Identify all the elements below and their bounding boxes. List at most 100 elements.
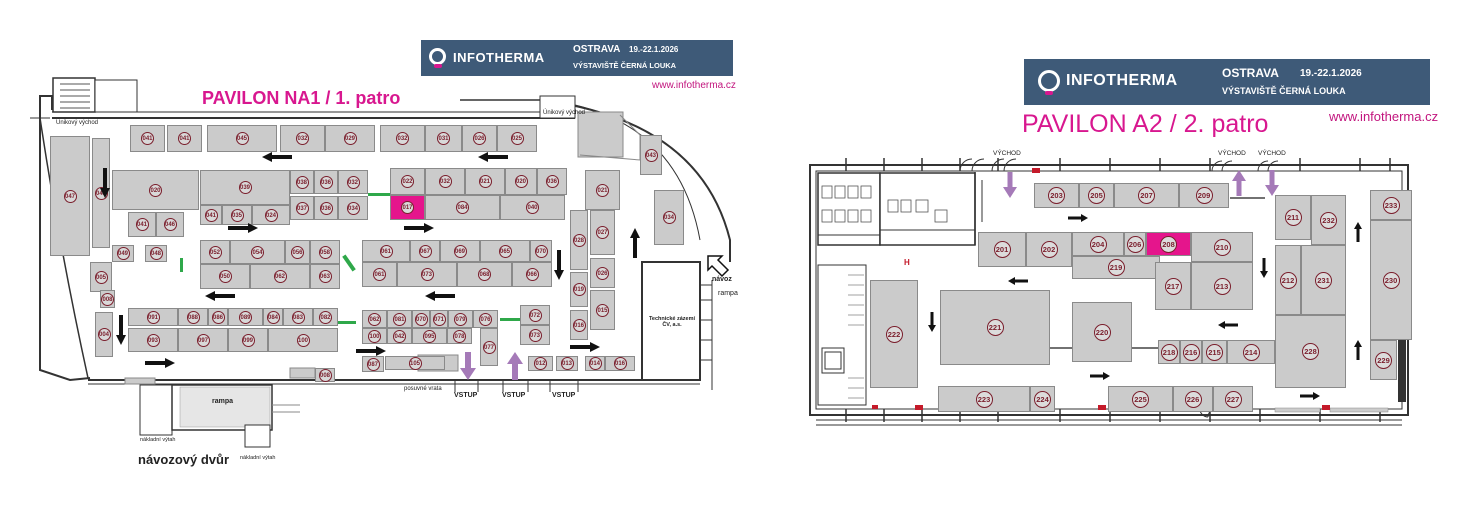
stand-062[interactable]: 062 <box>362 310 387 328</box>
stand-062[interactable]: 062 <box>250 264 310 289</box>
stand-218[interactable]: 218 <box>1158 340 1180 364</box>
stand-005[interactable]: 005 <box>90 262 112 292</box>
stand-036[interactable]: 036 <box>314 170 338 194</box>
stand-025[interactable]: 025 <box>497 125 537 152</box>
stand-071[interactable]: 071 <box>430 310 448 328</box>
stand-221[interactable]: 221 <box>940 290 1050 365</box>
stand-020[interactable]: 020 <box>505 168 537 195</box>
stand-048[interactable]: 048 <box>145 245 167 262</box>
stand-067[interactable]: 067 <box>410 240 440 262</box>
stand-210[interactable]: 210 <box>1191 232 1253 262</box>
stand-220[interactable]: 220 <box>1072 302 1132 362</box>
stand-208[interactable]: 208 <box>1146 232 1191 256</box>
stand-225[interactable]: 225 <box>1108 386 1173 412</box>
stand-203[interactable]: 203 <box>1034 183 1079 208</box>
stand-105[interactable]: 105 <box>385 356 445 370</box>
stand-086[interactable]: 086 <box>208 308 228 326</box>
stand-209[interactable]: 209 <box>1179 183 1229 208</box>
stand-070[interactable]: 070 <box>530 240 552 262</box>
stand-056[interactable]: 056 <box>285 240 310 264</box>
stand-047[interactable]: 047 <box>50 136 90 256</box>
stand-036[interactable]: 036 <box>537 168 567 195</box>
stand-233[interactable]: 233 <box>1370 190 1412 220</box>
stand-063[interactable]: 063 <box>310 264 340 289</box>
stand-066[interactable]: 066 <box>512 262 552 287</box>
stand-024[interactable]: 024 <box>252 205 290 225</box>
stand-079[interactable]: 079 <box>448 310 473 328</box>
stand-034[interactable]: 034 <box>338 196 368 220</box>
stand-041[interactable]: 041 <box>130 125 165 152</box>
stand-032[interactable]: 032 <box>380 125 425 152</box>
stand-032[interactable]: 032 <box>338 170 368 194</box>
stand-201[interactable]: 201 <box>978 232 1026 267</box>
stand-216[interactable]: 216 <box>1180 340 1202 364</box>
stand-078[interactable]: 078 <box>447 328 472 344</box>
stand-004[interactable]: 004 <box>95 312 113 357</box>
stand-087[interactable]: 087 <box>362 356 384 372</box>
stand-084[interactable]: 084 <box>425 195 500 220</box>
stand-027[interactable]: 027 <box>590 210 615 255</box>
stand-046[interactable]: 046 <box>156 212 184 237</box>
stand-028[interactable]: 028 <box>570 210 588 270</box>
stand-205[interactable]: 205 <box>1079 183 1114 208</box>
stand-026[interactable]: 026 <box>462 125 497 152</box>
stand-229[interactable]: 229 <box>1370 340 1397 380</box>
website-link[interactable]: www.infotherma.cz <box>1329 109 1439 124</box>
stand-008[interactable]: 008 <box>315 368 335 382</box>
stand-020[interactable]: 020 <box>112 170 199 210</box>
stand-232[interactable]: 232 <box>1311 195 1346 245</box>
stand-040[interactable]: 040 <box>500 195 565 220</box>
stand-034[interactable]: 034 <box>654 190 684 245</box>
stand-099[interactable]: 099 <box>228 328 268 352</box>
stand-073[interactable]: 073 <box>397 262 457 287</box>
stand-202[interactable]: 202 <box>1026 232 1072 267</box>
stand-061[interactable]: 061 <box>362 240 410 262</box>
stand-045[interactable]: 045 <box>207 125 277 152</box>
stand-014[interactable]: 014 <box>585 356 605 371</box>
stand-100[interactable]: 100 <box>268 328 338 352</box>
stand-021[interactable]: 021 <box>465 168 505 195</box>
stand-049[interactable]: 049 <box>112 245 134 262</box>
stand-231[interactable]: 231 <box>1301 245 1346 315</box>
stand-008[interactable]: 008 <box>100 290 115 308</box>
stand-043[interactable]: 043 <box>640 135 662 175</box>
stand-022[interactable]: 022 <box>390 168 425 195</box>
stand-077[interactable]: 077 <box>480 328 498 366</box>
stand-083[interactable]: 083 <box>283 308 313 326</box>
stand-212[interactable]: 212 <box>1275 245 1301 315</box>
stand-041[interactable]: 041 <box>167 125 202 152</box>
stand-089[interactable]: 089 <box>228 308 263 326</box>
stand-017[interactable]: 017 <box>390 195 425 220</box>
stand-073[interactable]: 073 <box>520 325 550 345</box>
stand-230[interactable]: 230 <box>1370 220 1412 340</box>
stand-041[interactable]: 041 <box>200 205 222 225</box>
stand-207[interactable]: 207 <box>1114 183 1179 208</box>
stand-032[interactable]: 032 <box>425 168 465 195</box>
stand-224[interactable]: 224 <box>1030 386 1055 412</box>
stand-065[interactable]: 065 <box>480 240 530 262</box>
stand-211[interactable]: 211 <box>1275 195 1311 240</box>
stand-016[interactable]: 016 <box>570 310 588 340</box>
stand-213[interactable]: 213 <box>1191 262 1253 310</box>
stand-037[interactable]: 037 <box>290 196 314 220</box>
stand-029[interactable]: 029 <box>325 125 375 152</box>
stand-088[interactable]: 088 <box>178 308 208 326</box>
stand-021[interactable]: 021 <box>585 170 620 210</box>
stand-228[interactable]: 228 <box>1275 315 1346 388</box>
stand-081[interactable]: 081 <box>387 310 412 328</box>
stand-222[interactable]: 222 <box>870 280 918 388</box>
stand-227[interactable]: 227 <box>1213 386 1253 412</box>
stand-035[interactable]: 035 <box>222 205 252 225</box>
stand-052[interactable]: 052 <box>200 240 230 264</box>
stand-204[interactable]: 204 <box>1072 232 1124 256</box>
stand-084[interactable]: 084 <box>263 308 283 326</box>
stand-015[interactable]: 015 <box>590 290 615 330</box>
stand-226[interactable]: 226 <box>1173 386 1213 412</box>
stand-223[interactable]: 223 <box>938 386 1030 412</box>
stand-019[interactable]: 019 <box>570 272 588 307</box>
stand-032[interactable]: 032 <box>280 125 325 152</box>
stand-219[interactable]: 219 <box>1072 256 1160 279</box>
stand-095[interactable]: 095 <box>412 328 447 344</box>
stand-214[interactable]: 214 <box>1227 340 1275 364</box>
stand-012[interactable]: 012 <box>528 356 553 371</box>
